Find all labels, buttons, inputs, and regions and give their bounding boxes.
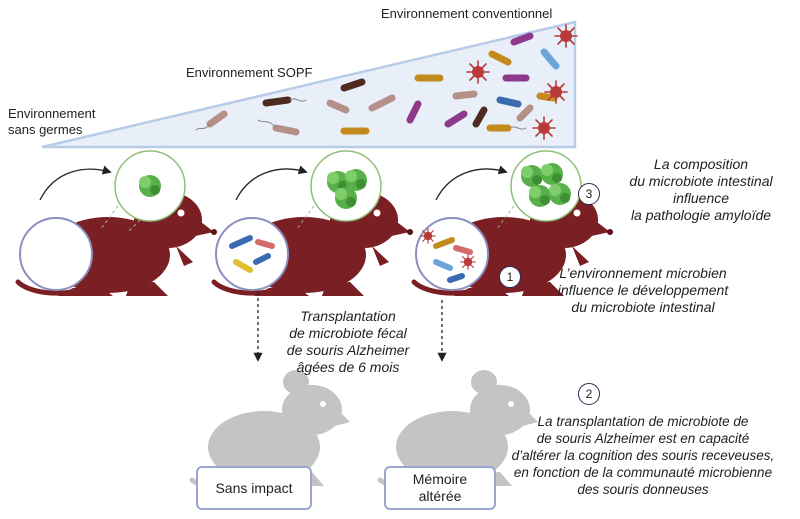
outcome-no-impact: Sans impact	[196, 466, 312, 510]
environment-gradient	[41, 20, 577, 149]
label-germfree: Environnement sans germes	[8, 106, 96, 137]
arrow-brain-2	[235, 165, 308, 201]
arrow-brain-3	[435, 165, 508, 201]
step3-text: La composition du microbiote intestinal …	[629, 156, 773, 223]
gut-bacteria-conventional	[433, 237, 473, 283]
transplant-text: Transplantation de microbiote fécal de s…	[286, 308, 410, 375]
label-sopf: Environnement SOPF	[186, 65, 313, 80]
gut-circle-sopf	[215, 217, 289, 291]
gut-bacteria-sopf	[229, 235, 275, 273]
step1-text: L’environnement microbien influence le d…	[557, 265, 729, 315]
step2-text: La transplantation de microbiote de de s…	[511, 414, 775, 497]
step-number-3: 3	[578, 183, 600, 205]
brain-circle-3	[510, 150, 582, 222]
outcome-memory-impaired: Mémoire altérée	[384, 466, 496, 510]
step-number-1: 1	[499, 266, 521, 288]
arrow-brain-1	[39, 165, 112, 201]
gut-circle-empty	[19, 217, 93, 291]
gradient-bacteria	[195, 24, 578, 140]
step-number-2: 2	[578, 383, 600, 405]
label-conventional: Environnement conventionnel	[381, 6, 553, 21]
